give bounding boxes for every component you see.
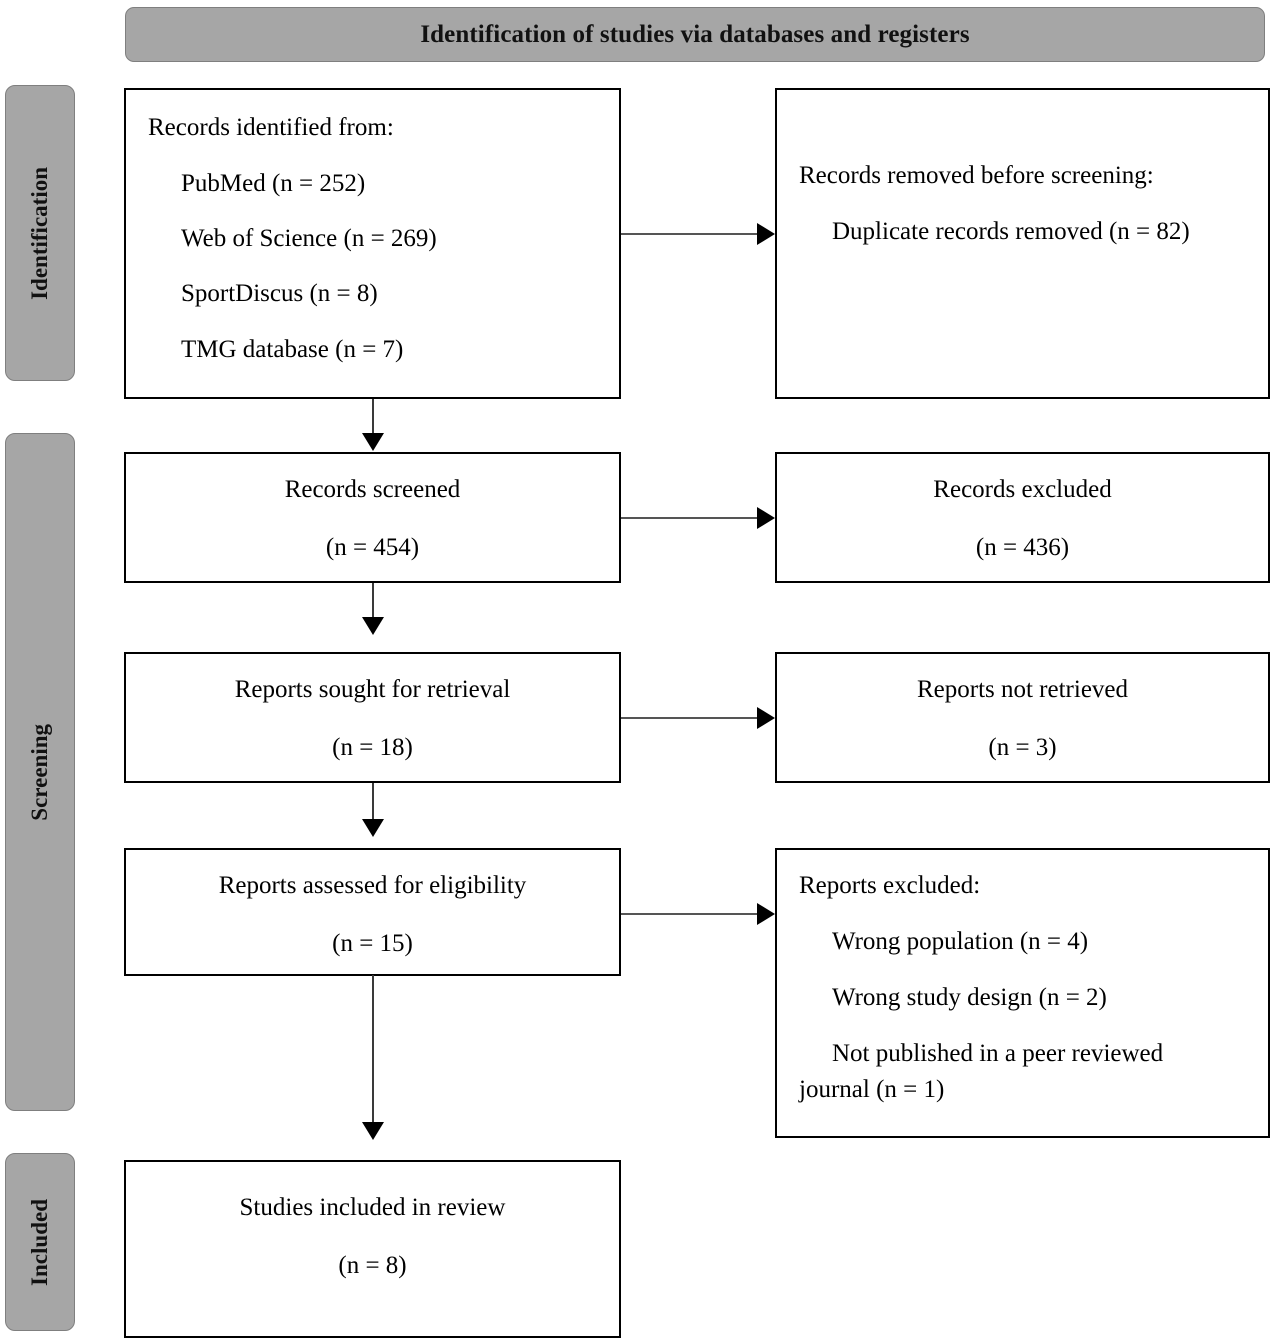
arrowhead-identified-to-removed: [757, 223, 775, 245]
connector-identified-to-removed: [621, 233, 757, 235]
diagram-header-banner: Identification of studies via databases …: [125, 7, 1265, 62]
connector-screened-to-sought: [372, 583, 374, 621]
connector-identified-to-screened: [372, 399, 374, 437]
studies-included-count: (n = 8): [338, 1252, 407, 1279]
records-identified-item-sportdiscus: SportDiscus (n = 8): [181, 280, 378, 307]
connector-screened-to-excluded: [621, 517, 757, 519]
reports-not-retrieved-count: (n = 3): [988, 734, 1057, 761]
reports-sought-count: (n = 18): [332, 734, 413, 761]
records-removed-heading: Records removed before screening:: [799, 162, 1154, 189]
stage-label-screening: Screening: [5, 433, 75, 1111]
arrowhead-sought-to-assessed: [362, 819, 384, 837]
reports-assessed-label: Reports assessed for eligibility: [218, 872, 527, 899]
stage-label-identification-text: Identification: [27, 166, 52, 300]
arrowhead-sought-to-not-retrieved: [757, 707, 775, 729]
reports-excluded-item-not-peer-reviewed-line2: journal (n = 1): [799, 1076, 945, 1103]
box-reports-sought: Reports sought for retrieval (n = 18): [124, 652, 621, 783]
reports-not-retrieved-label: Reports not retrieved: [916, 676, 1129, 703]
arrowhead-screened-to-excluded: [757, 507, 775, 529]
box-reports-not-retrieved: Reports not retrieved (n = 3): [775, 652, 1270, 783]
box-reports-excluded: Reports excluded: Wrong population (n = …: [775, 848, 1270, 1138]
arrowhead-assessed-to-reports-excluded: [757, 903, 775, 925]
connector-assessed-to-included: [372, 975, 374, 1125]
records-identified-item-pubmed: PubMed (n = 252): [181, 170, 366, 197]
connector-assessed-to-reports-excluded: [621, 913, 757, 915]
box-records-identified: Records identified from: PubMed (n = 252…: [124, 88, 621, 399]
reports-assessed-count: (n = 15): [332, 930, 413, 957]
records-identified-heading: Records identified from:: [148, 114, 394, 141]
box-records-removed: Records removed before screening: Duplic…: [775, 88, 1270, 399]
records-excluded-label: Records excluded: [933, 476, 1112, 503]
box-records-excluded: Records excluded (n = 436): [775, 452, 1270, 583]
box-reports-assessed: Reports assessed for eligibility (n = 15…: [124, 848, 621, 976]
records-screened-label: Records screened: [284, 476, 461, 503]
records-excluded-count: (n = 436): [975, 534, 1070, 561]
records-removed-item-duplicates: Duplicate records removed (n = 82): [832, 218, 1190, 245]
reports-sought-label: Reports sought for retrieval: [234, 676, 511, 703]
stage-label-included-text: Included: [27, 1198, 52, 1286]
box-studies-included: Studies included in review (n = 8): [124, 1160, 621, 1338]
connector-sought-to-assessed: [372, 783, 374, 821]
stage-label-screening-text: Screening: [27, 723, 52, 821]
arrowhead-assessed-to-included: [362, 1122, 384, 1140]
reports-excluded-heading: Reports excluded:: [799, 872, 981, 899]
reports-excluded-item-wrong-study-design: Wrong study design (n = 2): [832, 984, 1107, 1011]
stage-label-identification: Identification: [5, 85, 75, 381]
box-records-screened: Records screened (n = 454): [124, 452, 621, 583]
records-screened-count: (n = 454): [325, 534, 420, 561]
arrowhead-identified-to-screened: [362, 433, 384, 451]
arrowhead-screened-to-sought: [362, 617, 384, 635]
connector-sought-to-not-retrieved: [621, 717, 757, 719]
diagram-title: Identification of studies via databases …: [420, 20, 970, 48]
studies-included-label: Studies included in review: [239, 1194, 506, 1221]
reports-excluded-item-not-peer-reviewed-line1: Not published in a peer reviewed: [832, 1040, 1164, 1067]
reports-excluded-item-wrong-population: Wrong population (n = 4): [832, 928, 1089, 955]
records-identified-item-tmg-database: TMG database (n = 7): [181, 336, 404, 363]
stage-label-included: Included: [5, 1153, 75, 1331]
records-identified-item-web-of-science: Web of Science (n = 269): [181, 225, 437, 252]
